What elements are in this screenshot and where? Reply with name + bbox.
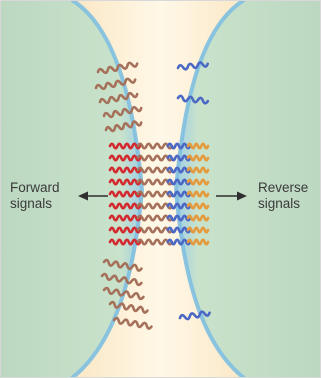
receptor-orange-5 bbox=[188, 204, 208, 209]
receptor-orange-7 bbox=[188, 228, 208, 233]
reverse-signals-label: Reverse signals bbox=[258, 180, 320, 212]
receptor-orange-3 bbox=[188, 180, 208, 185]
forward-signals-label: Forward signals bbox=[10, 180, 80, 212]
forward-label-line1: Forward bbox=[10, 180, 60, 195]
receptor-orange-1 bbox=[188, 156, 208, 161]
reverse-label-line1: Reverse bbox=[258, 180, 308, 195]
receptor-orange-6 bbox=[188, 216, 208, 221]
receptor-orange-8 bbox=[188, 240, 208, 245]
receptor-orange-4 bbox=[188, 192, 208, 197]
receptor-orange-0 bbox=[188, 144, 208, 149]
reverse-label-line2: signals bbox=[258, 196, 300, 211]
forward-label-line2: signals bbox=[10, 196, 52, 211]
receptor-orange-2 bbox=[188, 168, 208, 173]
